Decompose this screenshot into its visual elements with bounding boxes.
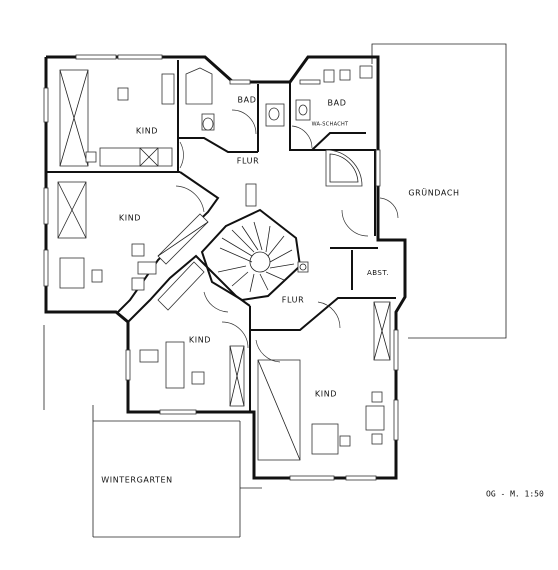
staircase <box>217 183 309 293</box>
furniture-kind-c <box>139 261 245 407</box>
room-label-wa-schacht: WA-SCHACHT <box>312 122 349 128</box>
room-label-kind-nw: KIND <box>136 127 158 136</box>
room-label-kind-se: KIND <box>315 390 337 399</box>
door-swings <box>175 109 399 363</box>
bathroom-fixtures <box>185 65 373 187</box>
green-roof-area <box>371 43 507 339</box>
room-label-bad-2: BAD <box>328 99 347 108</box>
interior-walls <box>46 60 396 412</box>
room-label-bad-1: BAD <box>238 96 257 105</box>
furniture-kind-se <box>257 301 391 461</box>
windows <box>43 54 399 481</box>
room-label-gruendach: GRÜNDACH <box>408 188 459 198</box>
furniture-kind-nw <box>59 69 175 167</box>
room-label-abst: ABST. <box>367 269 389 277</box>
furniture-kind-w <box>57 181 209 291</box>
room-label-wintergarten: WINTERGARTEN <box>101 476 173 485</box>
room-label-kind-c: KIND <box>189 336 211 345</box>
room-label-kind-w: KIND <box>119 214 141 223</box>
scale-note: OG - M. 1:50 <box>486 490 544 499</box>
wintergarten-area <box>43 325 262 538</box>
room-label-flur-2: FLUR <box>282 296 304 305</box>
room-label-flur-1: FLUR <box>237 157 259 166</box>
